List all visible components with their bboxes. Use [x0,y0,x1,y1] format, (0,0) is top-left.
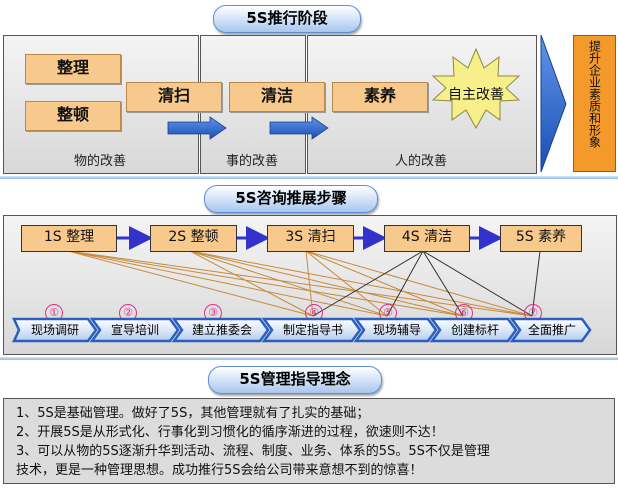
phase-3: 建立推委会 [191,323,252,337]
goal-text: 提升企业素质和形象 [587,40,602,148]
step-3s: 3S 清扫 [267,225,354,252]
chevron-7 [509,317,592,343]
philosophy-panel [3,398,615,484]
section1-title: 5S推行阶段 [213,5,361,33]
chevron-2 [89,317,180,343]
philosophy-line-2: 2、开展5S是从形式化、行事化到习惯化的循序渐进的过程，欲速则不达！ [16,425,444,440]
stage-arrows [167,34,567,173]
brown-connectors [67,250,533,317]
caption-things: 物的改善 [73,154,126,169]
box-qingjie: 清洁 [229,82,325,112]
block-arrow-2 [269,116,329,140]
separator-2 [0,357,618,360]
step-5s: 5S 素养 [500,225,582,252]
phase-4: 制定指导书 [282,323,343,337]
section3-title: 5S管理指导理念 [208,366,382,394]
philosophy-line-4: 技术，更是一种管理思想。成功推行5S会给公司带来意想不到的惊喜！ [16,463,423,478]
phase-5: 现场辅导 [372,323,421,337]
chevron-1 [12,317,98,343]
separator-1 [0,176,618,179]
star-burst [431,47,521,130]
chevron-5 [353,317,438,343]
phase-chevrons [12,317,592,343]
caption-affairs: 事的改善 [225,154,278,169]
box-qingsao: 清扫 [126,82,222,112]
chevron-6 [429,317,518,343]
goal-box: 提升企业素质和形象 [573,35,616,172]
phase-6: 创建标杆 [450,323,499,337]
step-1s: 1S 整理 [21,225,117,252]
phase-7: 全面推广 [527,323,576,337]
box-zizhu: 自主改善 [448,87,504,103]
chevron-4 [261,317,362,343]
block-arrow-1 [167,116,227,140]
box-zhengli: 整理 [25,54,121,84]
philosophy-line-3: 3、可以从物的5S逐渐升华到活动、流程、制度、业务、体系的5S。5S不仅是管理 [16,444,490,459]
step-4s: 4S 清洁 [384,225,470,252]
phase-1: 现场调研 [30,323,79,337]
section2-title: 5S咨询推展步骤 [204,185,378,213]
big-right-arrow [540,34,567,173]
caption-people: 人的改善 [394,154,447,169]
phase-2: 宣导培训 [110,323,159,337]
step-2s: 2S 整顿 [150,225,237,252]
box-zhengdun: 整顿 [25,101,121,131]
chevron-3 [171,317,270,343]
philosophy-line-1: 1、5S是基础管理。做好了5S，其他管理就有了扎实的基础； [16,406,370,421]
box-suyang: 素养 [332,82,428,112]
